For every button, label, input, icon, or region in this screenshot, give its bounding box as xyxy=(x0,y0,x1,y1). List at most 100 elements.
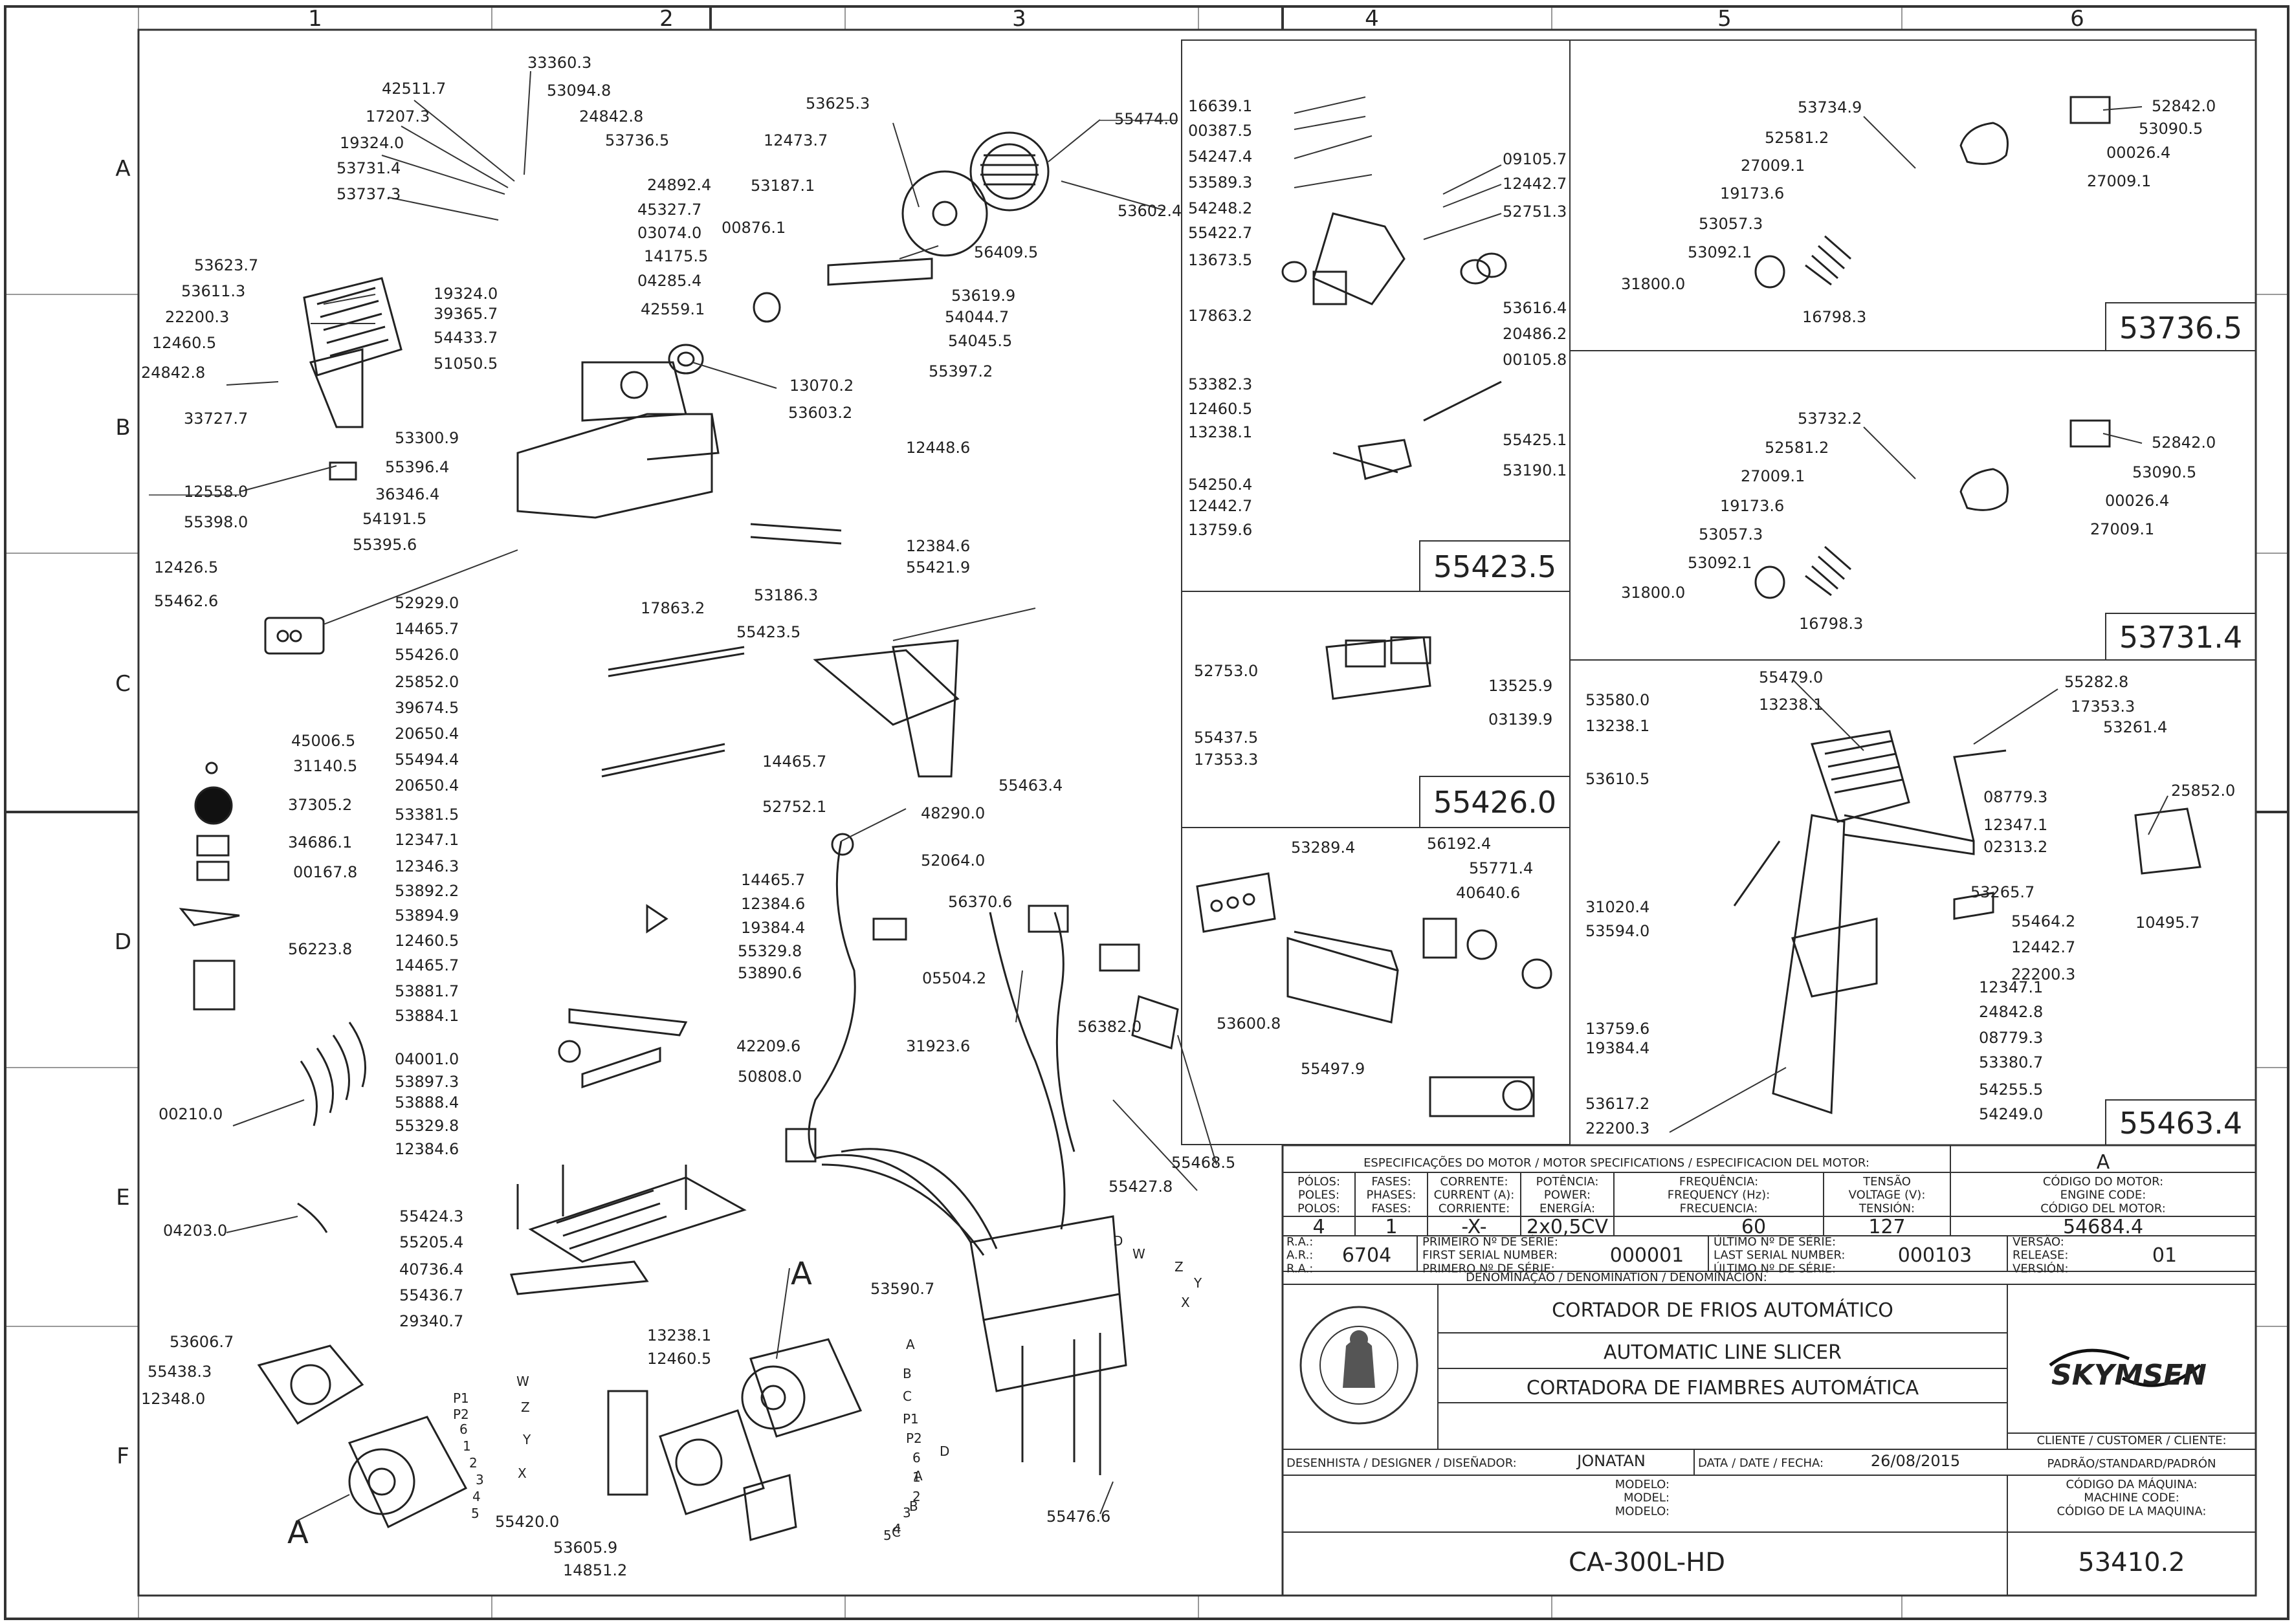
wire-label: C xyxy=(903,1388,912,1404)
designer-value: JONATAN xyxy=(1576,1452,1646,1470)
part-label: 40736.4 xyxy=(399,1260,463,1278)
wire-label: W xyxy=(516,1374,529,1389)
part-label: 22200.3 xyxy=(165,308,229,326)
zone-row-a: A xyxy=(115,156,130,182)
part-label: 24892.4 xyxy=(647,176,711,194)
part-label: 14851.2 xyxy=(563,1561,627,1579)
part-label: 00026.4 xyxy=(2105,492,2169,510)
detail-panels xyxy=(1181,39,2256,1146)
zone-col-6: 6 xyxy=(2070,6,2084,32)
part-label: 42511.7 xyxy=(382,80,446,98)
part-label: 53580.0 xyxy=(1585,691,1649,709)
part-label: 54044.7 xyxy=(945,308,1009,326)
version-label: VERSÃO:RELEASE:VERSIÓN: xyxy=(2013,1234,2069,1275)
part-label: 53094.8 xyxy=(547,82,611,100)
part-label: 14465.7 xyxy=(762,752,826,771)
part-label: 39674.5 xyxy=(395,699,459,717)
part-label: 39365.7 xyxy=(434,305,498,323)
part-label: 55205.4 xyxy=(399,1233,463,1251)
wire-label: B xyxy=(909,1498,918,1514)
part-label: 00105.8 xyxy=(1503,351,1567,369)
ra-label: R.A.:A.R.:R.A.: xyxy=(1286,1235,1313,1275)
first-serial-label: PRIMEIRO Nº DE SÉRIE:FIRST SERIAL NUMBER… xyxy=(1422,1234,1558,1275)
brand-logo-text: SKYMSEN xyxy=(2051,1359,2207,1392)
zone-row-e: E xyxy=(116,1185,129,1211)
part-label: 19384.4 xyxy=(741,919,805,937)
part-label: 53300.9 xyxy=(395,429,459,447)
engine-code-value: 54684.4 xyxy=(2063,1216,2143,1238)
part-label: 53616.4 xyxy=(1503,299,1567,317)
part-label: 52842.0 xyxy=(2152,433,2216,452)
part-label: 54433.7 xyxy=(434,329,498,347)
part-label: 34686.1 xyxy=(288,833,352,851)
part-label: 55421.9 xyxy=(906,558,970,576)
part-label: 52753.0 xyxy=(1194,662,1258,680)
part-label: 12460.5 xyxy=(1188,400,1252,418)
motor-spec-values: 4 1 -X- 2x0,5CV 60 127 54684.4 xyxy=(1312,1216,2143,1238)
part-label: 12442.7 xyxy=(1188,497,1252,515)
part-label: 13759.6 xyxy=(1585,1020,1649,1038)
part-label: 16798.3 xyxy=(1799,615,1863,633)
part-label: 31923.6 xyxy=(906,1037,970,1055)
frequency-label: FREQUÊNCIA:FREQUENCY (Hz):FRECUENCIA: xyxy=(1668,1174,1770,1215)
part-label: 55422.7 xyxy=(1188,224,1252,242)
part-label: 42209.6 xyxy=(736,1037,800,1055)
wire-label: Y xyxy=(522,1432,531,1447)
motor-spec-labels: PÓLOS:POLES:POLOS: FASES:PHASES:FASES: C… xyxy=(1297,1174,2166,1215)
date-label: DATA / DATE / FECHA: xyxy=(1698,1456,1824,1470)
part-label: 53057.3 xyxy=(1699,525,1763,543)
wire-label: 6 xyxy=(459,1421,468,1437)
part-label: 16798.3 xyxy=(1802,308,1866,326)
part-label: 27009.1 xyxy=(1741,467,1805,485)
part-label: 52752.1 xyxy=(762,798,826,816)
part-label: 17863.2 xyxy=(641,599,705,617)
part-label: 25852.0 xyxy=(395,673,459,691)
part-label: 53602.4 xyxy=(1118,202,1182,220)
part-label: 52751.3 xyxy=(1503,203,1567,221)
customer-value: PADRÃO/STANDARD/PADRÓN xyxy=(2047,1456,2216,1471)
part-label: 12426.5 xyxy=(154,558,218,576)
wire-label: 3 xyxy=(476,1472,484,1487)
part-label: 55426.0 xyxy=(395,646,459,664)
part-label: 55427.8 xyxy=(1108,1178,1173,1196)
part-label: 55494.4 xyxy=(395,751,459,769)
wire-label: 1 xyxy=(463,1438,471,1454)
part-label: 05504.2 xyxy=(922,969,986,987)
voltage-value: 127 xyxy=(1868,1216,1905,1238)
part-label: 31140.5 xyxy=(293,757,357,775)
wire-label: C xyxy=(892,1524,901,1540)
detail-id-53736-5: 53736.5 xyxy=(2119,311,2242,346)
denomination-label: DENOMINAÇÃO / DENOMINATION / DENOMINACIÓ… xyxy=(1466,1270,1767,1284)
wire-label: 3 xyxy=(903,1505,911,1520)
part-label: 56409.5 xyxy=(974,243,1038,261)
part-label: 55468.5 xyxy=(1171,1154,1235,1172)
part-label: 13238.1 xyxy=(1585,717,1649,735)
zone-row-b: B xyxy=(115,415,130,441)
engine-code-label: CÓDIGO DO MOTOR:ENGINE CODE:CÓDIGO DEL M… xyxy=(2040,1174,2166,1215)
part-label: 52842.0 xyxy=(2152,97,2216,115)
wire-label: 2 xyxy=(469,1455,478,1471)
part-label: 19173.6 xyxy=(1720,184,1784,203)
detail-id-55426-0: 55426.0 xyxy=(1433,785,1556,820)
wire-label: P2 xyxy=(906,1431,922,1446)
part-label: 09105.7 xyxy=(1503,150,1567,168)
detail-id-53731-4: 53731.4 xyxy=(2119,620,2242,655)
part-label: 53090.5 xyxy=(2132,463,2196,481)
part-label: 55396.4 xyxy=(385,458,449,476)
part-label: 13070.2 xyxy=(789,377,854,395)
part-label: 22200.3 xyxy=(2011,965,2075,983)
part-label: 53894.9 xyxy=(395,906,459,925)
phases-label: FASES:PHASES:FASES: xyxy=(1367,1175,1417,1215)
part-label: 12558.0 xyxy=(184,483,248,501)
wire-label: 4 xyxy=(472,1489,481,1504)
part-label: 13238.1 xyxy=(1188,423,1252,441)
part-label: 20650.4 xyxy=(395,725,459,743)
part-number-callouts: 33360.3 53094.8 42511.7 24842.8 17207.3 … xyxy=(141,54,2235,1579)
phases-value: 1 xyxy=(1385,1216,1397,1238)
part-label: 12347.1 xyxy=(1983,816,2047,834)
part-label: 53590.7 xyxy=(870,1280,934,1298)
part-label: 55329.8 xyxy=(395,1117,459,1135)
part-label: 12460.5 xyxy=(395,932,459,950)
part-label: 55397.2 xyxy=(929,362,993,380)
